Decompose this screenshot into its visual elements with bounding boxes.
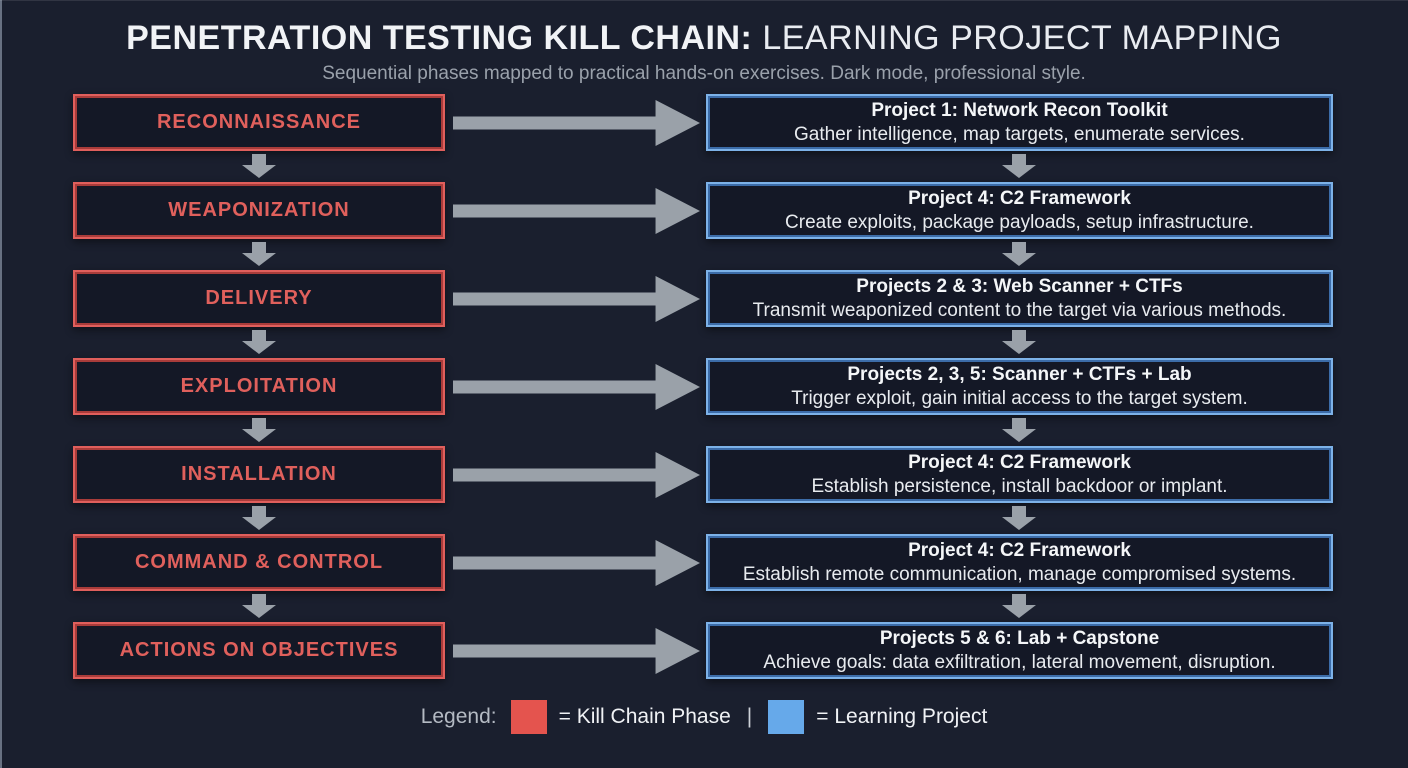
project-box: Project 1: Network Recon Toolkit Gather … [706, 94, 1333, 151]
project-description: Establish remote communication, manage c… [742, 563, 1297, 585]
connector-row [73, 151, 1333, 182]
legend-kill-chain-text: = Kill Chain Phase [558, 705, 731, 728]
project-title: Project 1: Network Recon Toolkit [871, 99, 1168, 121]
project-description: Establish persistence, install backdoor … [811, 475, 1228, 497]
down-arrow-icon [242, 506, 276, 530]
down-arrow-icon [242, 418, 276, 442]
project-title: Projects 2, 3, 5: Scanner + CTFs + Lab [847, 363, 1192, 385]
kill-chain-row: DELIVERY Projects 2 & 3: Web Scanner + C… [73, 270, 1333, 327]
legend-separator: | [746, 705, 753, 728]
kill-chain-row: ACTIONS ON OBJECTIVES Projects 5 & 6: La… [73, 622, 1333, 679]
phase-label: EXPLOITATION [180, 375, 338, 397]
phase-label: DELIVERY [205, 287, 313, 309]
frame-edge-top [0, 0, 1408, 1]
project-description: Gather intelligence, map targets, enumer… [794, 123, 1245, 145]
kill-chain-row: WEAPONIZATION Project 4: C2 Framework Cr… [73, 182, 1333, 239]
right-arrow-icon [453, 363, 700, 410]
project-description: Trigger exploit, gain initial access to … [791, 387, 1248, 409]
phase-label: INSTALLATION [181, 463, 337, 485]
kill-chain-row: RECONNAISSANCE Project 1: Network Recon … [73, 94, 1333, 151]
phase-box: EXPLOITATION [73, 358, 445, 415]
legend-label: Legend: [420, 705, 497, 728]
connector-row [73, 415, 1333, 446]
project-box: Projects 2, 3, 5: Scanner + CTFs + Lab T… [706, 358, 1333, 415]
phase-box: INSTALLATION [73, 446, 445, 503]
phase-box: COMMAND & CONTROL [73, 534, 445, 591]
project-description: Transmit weaponized content to the targe… [752, 299, 1287, 321]
project-title: Project 4: C2 Framework [908, 187, 1131, 209]
project-title: Project 4: C2 Framework [908, 451, 1131, 473]
down-arrow-icon [1002, 594, 1036, 618]
arrow-cell [445, 182, 706, 239]
right-arrow-icon [453, 627, 700, 674]
page-title: PENETRATION TESTING KILL CHAIN: LEARNING… [0, 18, 1408, 58]
legend: Legend: = Kill Chain Phase | = Learning … [0, 700, 1408, 734]
project-description: Achieve goals: data exfiltration, latera… [763, 651, 1276, 673]
connector-row [73, 327, 1333, 358]
kill-chain-diagram: RECONNAISSANCE Project 1: Network Recon … [0, 94, 1408, 679]
phase-box: DELIVERY [73, 270, 445, 327]
phase-label: COMMAND & CONTROL [134, 551, 384, 573]
project-box: Projects 2 & 3: Web Scanner + CTFs Trans… [706, 270, 1333, 327]
frame-edge-left [0, 0, 2, 768]
project-title: Projects 5 & 6: Lab + Capstone [879, 627, 1160, 649]
arrow-cell [445, 358, 706, 415]
project-box: Project 4: C2 Framework Create exploits,… [706, 182, 1333, 239]
connector-row [73, 239, 1333, 270]
right-arrow-icon [453, 187, 700, 234]
down-arrow-icon [242, 242, 276, 266]
project-description: Create exploits, package payloads, setup… [785, 211, 1254, 233]
learning-project-swatch [768, 700, 805, 734]
phase-box: ACTIONS ON OBJECTIVES [73, 622, 445, 679]
down-arrow-icon [242, 154, 276, 178]
phase-label: ACTIONS ON OBJECTIVES [119, 639, 399, 661]
arrow-cell [445, 622, 706, 679]
connector-row [73, 591, 1333, 622]
legend-learning-project-text: = Learning Project [816, 705, 988, 728]
phase-box: WEAPONIZATION [73, 182, 445, 239]
arrow-cell [445, 446, 706, 503]
down-arrow-icon [242, 330, 276, 354]
page-title-regular: LEARNING PROJECT MAPPING [762, 19, 1282, 57]
page-title-bold: PENETRATION TESTING KILL CHAIN: [126, 19, 753, 57]
phase-box: RECONNAISSANCE [73, 94, 445, 151]
project-title: Projects 2 & 3: Web Scanner + CTFs [856, 275, 1183, 297]
right-arrow-icon [453, 539, 700, 586]
down-arrow-icon [1002, 242, 1036, 266]
down-arrow-icon [242, 594, 276, 618]
project-title: Project 4: C2 Framework [908, 539, 1131, 561]
kill-chain-row: EXPLOITATION Projects 2, 3, 5: Scanner +… [73, 358, 1333, 415]
right-arrow-icon [453, 451, 700, 498]
down-arrow-icon [1002, 330, 1036, 354]
down-arrow-icon [1002, 154, 1036, 178]
kill-chain-phase-swatch [510, 700, 547, 734]
arrow-cell [445, 94, 706, 151]
project-box: Project 4: C2 Framework Establish persis… [706, 446, 1333, 503]
project-box: Project 4: C2 Framework Establish remote… [706, 534, 1333, 591]
arrow-cell [445, 270, 706, 327]
right-arrow-icon [453, 275, 700, 322]
kill-chain-row: INSTALLATION Project 4: C2 Framework Est… [73, 446, 1333, 503]
phase-label: RECONNAISSANCE [156, 111, 362, 133]
arrow-cell [445, 534, 706, 591]
kill-chain-row: COMMAND & CONTROL Project 4: C2 Framewor… [73, 534, 1333, 591]
right-arrow-icon [453, 99, 700, 146]
header: PENETRATION TESTING KILL CHAIN: LEARNING… [0, 0, 1408, 85]
down-arrow-icon [1002, 506, 1036, 530]
down-arrow-icon [1002, 418, 1036, 442]
project-box: Projects 5 & 6: Lab + Capstone Achieve g… [706, 622, 1333, 679]
connector-row [73, 503, 1333, 534]
page-subtitle: Sequential phases mapped to practical ha… [322, 63, 1086, 84]
phase-label: WEAPONIZATION [168, 199, 350, 221]
